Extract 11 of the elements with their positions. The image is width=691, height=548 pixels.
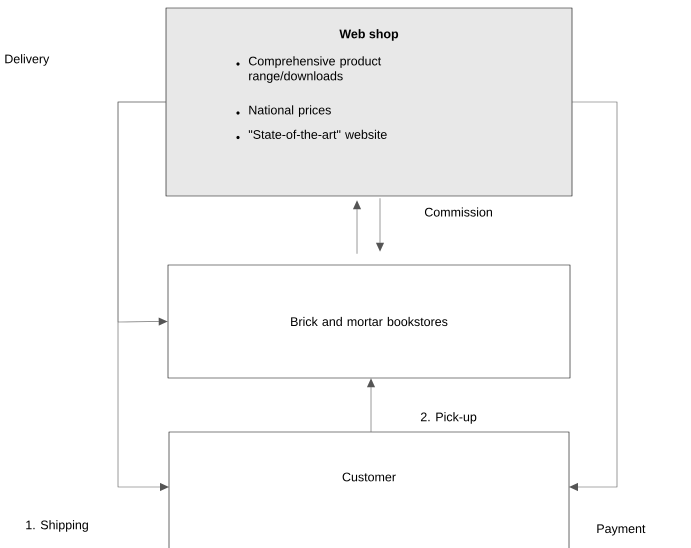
box-title: Web shop <box>339 29 398 41</box>
flow-label: 2. Pick-up <box>420 412 476 424</box>
bullet-item: "State-of-the-art" website <box>236 130 387 140</box>
box-label: Brick and mortar bookstores <box>291 316 448 326</box>
bullet-item: Comprehensive product range/downloads <box>236 56 382 83</box>
flow-label: Payment <box>597 524 646 536</box>
box-label: Customer <box>342 472 396 482</box>
flow-label: 1. Shipping <box>26 520 88 532</box>
bullet-item: National prices <box>236 105 331 117</box>
flow-label: Delivery <box>5 54 50 66</box>
arrow <box>569 102 618 492</box>
